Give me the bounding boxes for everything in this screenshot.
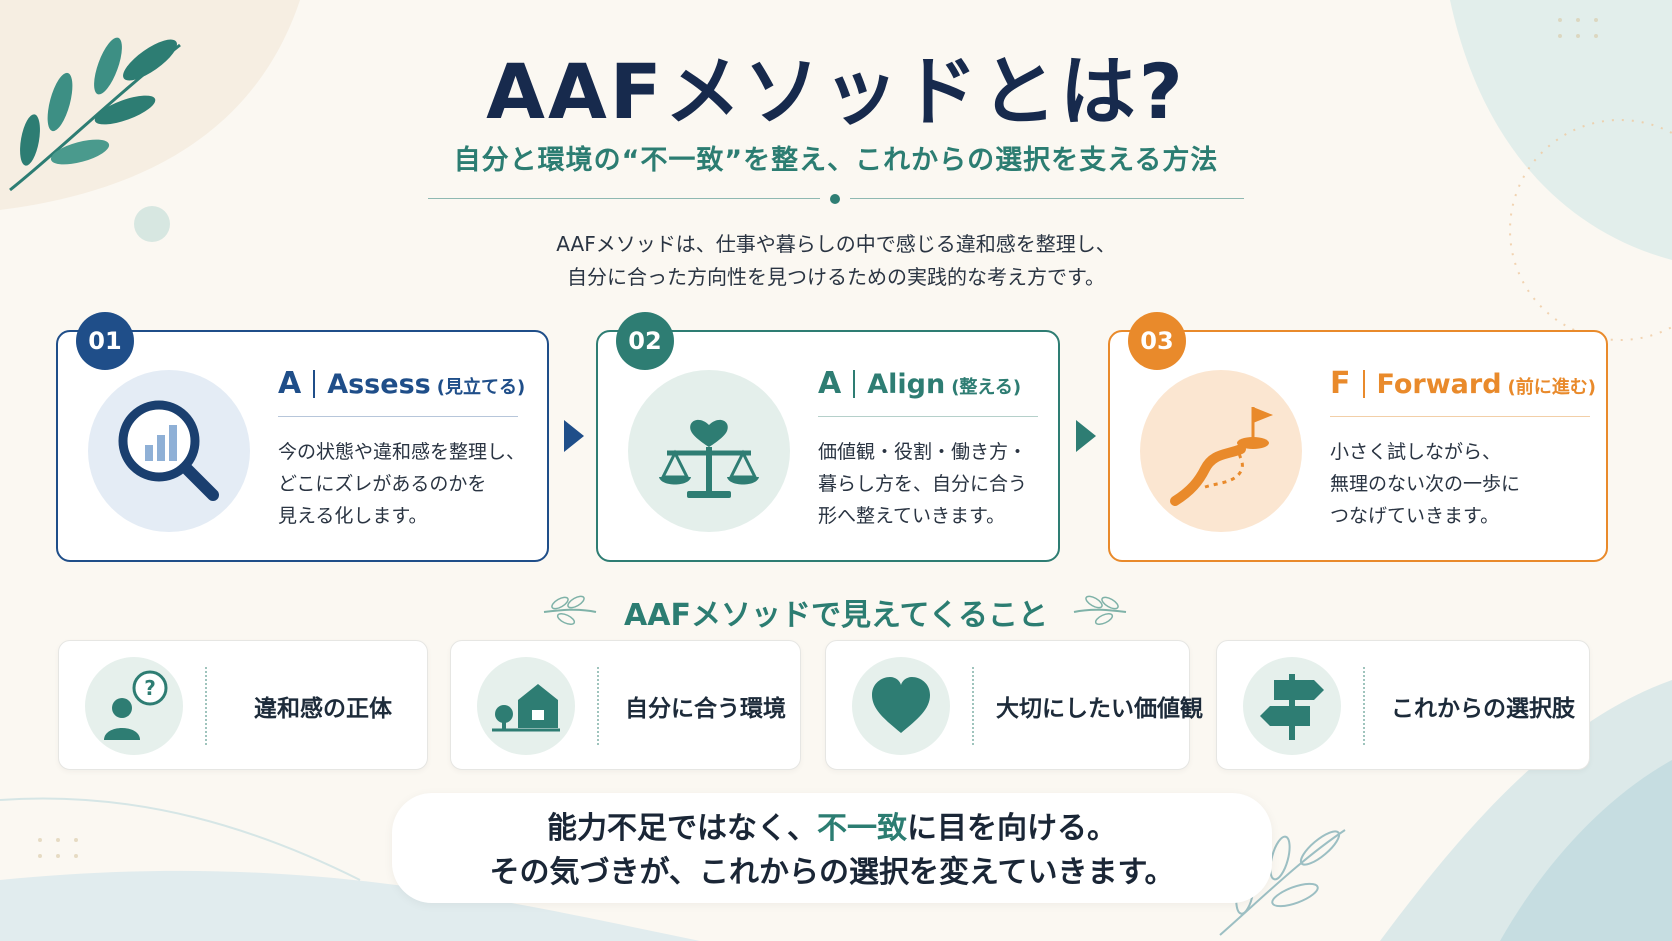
- house-icon: [492, 684, 560, 732]
- benefit-icon-circle: ?: [85, 657, 183, 755]
- person-question-icon: ?: [104, 670, 168, 740]
- benefit-label: 自分に合う環境: [625, 696, 786, 722]
- leaf-outline-icon: [1219, 829, 1346, 936]
- heading-bar: [313, 370, 316, 398]
- step-word: Align: [867, 369, 946, 400]
- step-letter: A: [278, 366, 302, 401]
- heading-bar: [1362, 370, 1365, 398]
- svg-text:?: ?: [144, 676, 156, 700]
- arrow-right-icon: [564, 420, 584, 452]
- signpost-icon: [1260, 674, 1324, 740]
- benefit-card: これからの選択肢: [1216, 640, 1590, 770]
- step-rule: [1330, 416, 1590, 417]
- balance-scale-icon: [659, 419, 759, 498]
- step-icon-circle: [628, 370, 790, 532]
- step-sub: (整える): [951, 377, 1022, 398]
- step-description: 小さく試しながら、 無理のない次の一歩に つなげていきます。: [1330, 441, 1521, 527]
- message-text: に目を向ける。: [907, 811, 1117, 846]
- benefit-label: これからの選択肢: [1391, 696, 1575, 722]
- step-heading: F Forward(前に進む): [1330, 366, 1596, 401]
- page-subtitle: 自分と環境の“不一致”を整え、これからの選択を支える方法: [453, 145, 1219, 176]
- section-title: AAFメソッドで見えてくること: [624, 598, 1048, 633]
- intro-text: AAFメソッドは、仕事や暮らしの中で感じる違和感を整理し、 自分に合った方向性を…: [0, 228, 1672, 294]
- benefit-icon-circle: [852, 657, 950, 755]
- dotted-separator: [597, 667, 599, 745]
- benefit-card: ? 違和感の正体: [58, 640, 428, 770]
- dotted-separator: [205, 667, 207, 745]
- key-message: 能力不足ではなく、不一致に目を向ける。 その気づきが、これからの選択を変えていき…: [392, 793, 1272, 903]
- dotted-separator: [972, 667, 974, 745]
- intro-line-1: AAFメソッドは、仕事や暮らしの中で感じる違和感を整理し、: [556, 232, 1116, 256]
- step-letter: A: [818, 366, 842, 401]
- step-word: Assess: [327, 369, 431, 400]
- step-description: 価値観・役割・働き方・ 暮らし方を、自分に合う 形へ整えていきます。: [818, 441, 1028, 527]
- sprig-right-icon: [1073, 595, 1127, 626]
- step-heading: A Align(整える): [818, 366, 1021, 401]
- step-card-assess: 01 A Assess(見立てる) 今の状態や違和感を整理し、 どこにズレがあるの…: [56, 312, 549, 562]
- divider-right: [850, 198, 1244, 199]
- benefit-label: 大切にしたい価値観: [996, 696, 1203, 722]
- benefit-icon-circle: [1243, 657, 1341, 755]
- heading-bar: [853, 370, 856, 398]
- step-heading: A Assess(見立てる): [278, 366, 525, 401]
- step-description: 今の状態や違和感を整理し、 どこにズレがあるのかを 見える化します。: [278, 441, 526, 527]
- step-word: Forward: [1376, 369, 1502, 400]
- message-line-1: 能力不足ではなく、不一致に目を向ける。: [392, 807, 1272, 851]
- step-number: 03: [1128, 312, 1186, 370]
- magnifier-chart-icon: [118, 400, 219, 501]
- message-highlight: 不一致: [817, 811, 907, 846]
- step-sub: (前に進む): [1507, 377, 1596, 398]
- page-title: AAFメソッドとは?: [486, 47, 1186, 136]
- divider-dot: [830, 194, 840, 204]
- benefit-icon-circle: [477, 657, 575, 755]
- step-rule: [818, 416, 1038, 417]
- sprig-left-icon: [543, 595, 597, 626]
- step-icon-circle: [88, 370, 250, 532]
- benefit-card: 自分に合う環境: [450, 640, 801, 770]
- benefit-card: 大切にしたい価値観: [825, 640, 1203, 770]
- heart-icon: [872, 677, 930, 733]
- step-rule: [278, 416, 518, 417]
- step-icon-circle: [1140, 370, 1302, 532]
- divider-left: [428, 198, 820, 199]
- dotted-separator: [1363, 667, 1365, 745]
- step-card-forward: 03 F Forward(前に進む) 小さく試しながら、 無理のない次の一歩に つ…: [1108, 312, 1608, 562]
- arrow-right-icon: [1076, 420, 1096, 452]
- leaf-branch-icon: [9, 37, 181, 192]
- path-flag-icon: [1170, 407, 1273, 506]
- benefit-label: 違和感の正体: [254, 696, 392, 722]
- step-number: 01: [76, 312, 134, 370]
- intro-line-2: 自分に合った方向性を見つけるための実践的な考え方です。: [567, 265, 1105, 289]
- message-line-2: その気づきが、これからの選択を変えていきます。: [489, 855, 1175, 890]
- step-sub: (見立てる): [436, 377, 526, 398]
- message-text: 能力不足ではなく、: [547, 811, 817, 846]
- step-letter: F: [1330, 366, 1351, 401]
- step-number: 02: [616, 312, 674, 370]
- step-card-align: 02 A Align(整える) 価値観・役割・働き方・ 暮らし方を、自分に合う 形…: [596, 312, 1060, 562]
